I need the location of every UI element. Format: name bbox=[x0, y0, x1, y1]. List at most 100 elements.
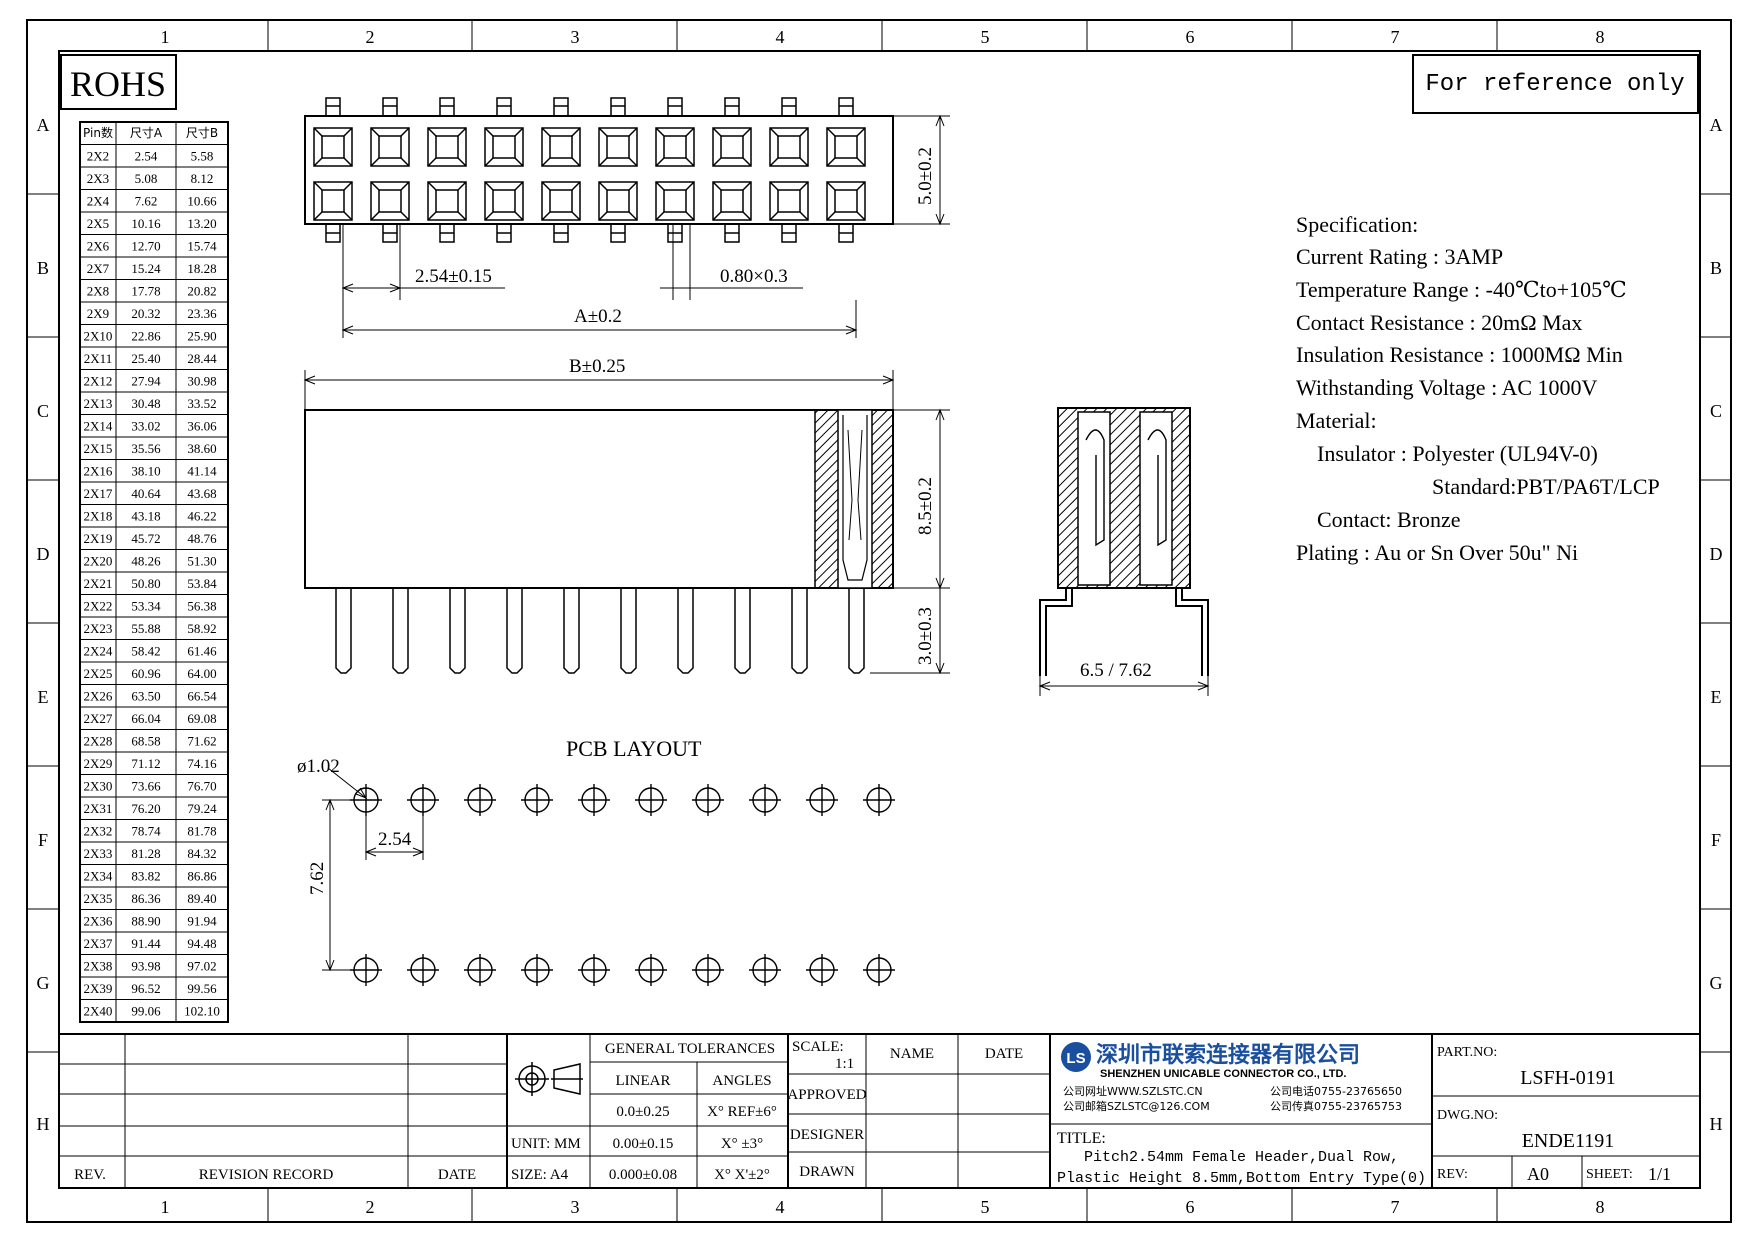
table-cell: 2X22 bbox=[84, 599, 113, 614]
table-cell: 51.30 bbox=[187, 554, 216, 569]
table-cell: 2X10 bbox=[84, 329, 113, 344]
table-cell: 38.60 bbox=[187, 441, 216, 456]
company-name-cn: 深圳市联索连接器有限公司 bbox=[1096, 1042, 1360, 1068]
specification: Specification: Current Rating : 3AMP Tem… bbox=[1296, 212, 1660, 565]
revision-block: REV. REVISION RECORD DATE bbox=[74, 1167, 476, 1183]
spec-current-rating: Current Rating : 3AMP bbox=[1296, 244, 1503, 269]
table-cell: 23.36 bbox=[187, 306, 217, 321]
zone-col-4-bottom: 4 bbox=[776, 1197, 785, 1217]
table-cell: 102.10 bbox=[184, 1004, 220, 1019]
table-cell: 71.12 bbox=[131, 756, 160, 771]
spec-contact: Contact: Bronze bbox=[1317, 507, 1461, 532]
table-cell: 43.68 bbox=[187, 486, 216, 501]
zone-col-6-bottom: 6 bbox=[1186, 1197, 1195, 1217]
zone-col-7-bottom: 7 bbox=[1391, 1197, 1400, 1217]
zone-col-4: 4 bbox=[776, 27, 785, 47]
spec-withstanding-voltage: Withstanding Voltage : AC 1000V bbox=[1296, 375, 1598, 400]
table-cell: 2X15 bbox=[84, 441, 113, 456]
tolerance-block: GENERAL TOLERANCES LINEAR ANGLES 0.0±0.2… bbox=[605, 1041, 777, 1183]
company-email: 公司邮箱SZLSTC@126.COM bbox=[1063, 1099, 1210, 1113]
table-cell: 2X3 bbox=[87, 171, 109, 186]
zone-row-g: G bbox=[37, 973, 50, 993]
zone-col-8-bottom: 8 bbox=[1596, 1197, 1605, 1217]
pcb-hole-diameter: ø1.02 bbox=[297, 756, 340, 777]
spec-heading: Specification: bbox=[1296, 212, 1418, 237]
reference-note: For reference only bbox=[1425, 71, 1684, 98]
table-cell: 68.58 bbox=[131, 734, 160, 749]
table-cell: 15.74 bbox=[187, 239, 217, 254]
linear-tol-3: 0.000±0.08 bbox=[609, 1167, 677, 1183]
table-cell: 96.52 bbox=[131, 981, 160, 996]
table-cell: 84.32 bbox=[187, 846, 216, 861]
table-cell: 58.92 bbox=[187, 621, 216, 636]
revision-record-header: REVISION RECORD bbox=[199, 1167, 334, 1183]
zone-col-3-bottom: 3 bbox=[571, 1197, 580, 1217]
zone-row-f-right: F bbox=[1711, 830, 1721, 850]
tolerance-title: GENERAL TOLERANCES bbox=[605, 1041, 775, 1057]
pcb-hole-pitch: 2.54 bbox=[378, 829, 412, 850]
table-cell: 2X23 bbox=[84, 621, 113, 636]
table-cell: 61.46 bbox=[187, 644, 217, 659]
drawn-label: DRAWN bbox=[799, 1164, 855, 1180]
table-cell: 2X24 bbox=[84, 644, 113, 659]
table-cell: 55.88 bbox=[131, 621, 160, 636]
table-cell: 2X33 bbox=[84, 846, 113, 861]
table-cell: 13.20 bbox=[187, 216, 216, 231]
angles-header: ANGLES bbox=[712, 1073, 771, 1089]
zone-col-7: 7 bbox=[1391, 27, 1400, 47]
table-cell: 46.22 bbox=[187, 509, 216, 524]
table-cell: 2X12 bbox=[84, 374, 113, 389]
table-cell: 2X38 bbox=[84, 959, 113, 974]
zone-row-b: B bbox=[37, 258, 49, 278]
table-cell: 12.70 bbox=[131, 239, 160, 254]
table-cell: 53.84 bbox=[187, 576, 217, 591]
table-cell: 2X30 bbox=[84, 779, 113, 794]
spec-insulation-resistance: Insulation Resistance : 1000MΩ Min bbox=[1296, 342, 1623, 367]
zone-col-8: 8 bbox=[1596, 27, 1605, 47]
table-cell: 40.64 bbox=[131, 486, 161, 501]
table-cell: 38.10 bbox=[131, 464, 160, 479]
table-cell: 33.52 bbox=[187, 396, 216, 411]
table-cell: 78.74 bbox=[131, 824, 161, 839]
zone-row-b-right: B bbox=[1710, 258, 1722, 278]
end-view bbox=[1038, 407, 1210, 696]
sheet-value: 1/1 bbox=[1648, 1164, 1671, 1184]
top-view bbox=[304, 97, 950, 338]
scale-label: SCALE: bbox=[792, 1039, 844, 1055]
linear-header: LINEAR bbox=[616, 1073, 671, 1089]
table-cell: 76.20 bbox=[131, 801, 160, 816]
table-cell: 2X9 bbox=[87, 306, 109, 321]
dwg-no-label: DWG.NO: bbox=[1437, 1108, 1498, 1123]
company-fax: 公司传真0755-23765753 bbox=[1270, 1099, 1402, 1113]
table-cell: 2X26 bbox=[84, 689, 113, 704]
table-cell: 2X8 bbox=[87, 284, 109, 299]
pcb-layout-labels: PCB LAYOUT ø1.02 2.54 7.62 bbox=[297, 736, 702, 895]
table-cell: 50.80 bbox=[131, 576, 160, 591]
dim-b-length: B±0.25 bbox=[569, 356, 625, 377]
table-cell: 35.56 bbox=[131, 441, 161, 456]
part-no-label: PART.NO: bbox=[1437, 1045, 1497, 1060]
table-cell: 45.72 bbox=[131, 531, 160, 546]
table-cell: 64.00 bbox=[187, 666, 216, 681]
zone-row-a-right: A bbox=[1710, 115, 1723, 135]
dim-pin-section: 0.80×0.3 bbox=[720, 266, 788, 287]
zone-col-1-bottom: 1 bbox=[161, 1197, 170, 1217]
table-cell: 97.02 bbox=[187, 959, 216, 974]
spec-contact-resistance: Contact Resistance : 20mΩ Max bbox=[1296, 310, 1582, 335]
table-cell: 2X31 bbox=[84, 801, 113, 816]
linear-tol-2: 0.00±0.15 bbox=[613, 1136, 674, 1152]
table-cell: 2X20 bbox=[84, 554, 113, 569]
unit-label: UNIT: MM bbox=[511, 1136, 581, 1152]
table-cell: 2X40 bbox=[84, 1004, 113, 1019]
table-cell: 2X35 bbox=[84, 891, 113, 906]
table-cell: 99.06 bbox=[131, 1004, 161, 1019]
top-view-labels: 5.0±0.2 2.54±0.15 0.80×0.3 A±0.2 bbox=[415, 147, 936, 327]
table-header-size-a: 尺寸A bbox=[130, 126, 163, 140]
table-cell: 56.38 bbox=[187, 599, 216, 614]
table-cell: 2X39 bbox=[84, 981, 113, 996]
table-cell: 2X34 bbox=[84, 869, 113, 884]
table-cell: 2X5 bbox=[87, 216, 109, 231]
zone-col-5: 5 bbox=[981, 27, 990, 47]
